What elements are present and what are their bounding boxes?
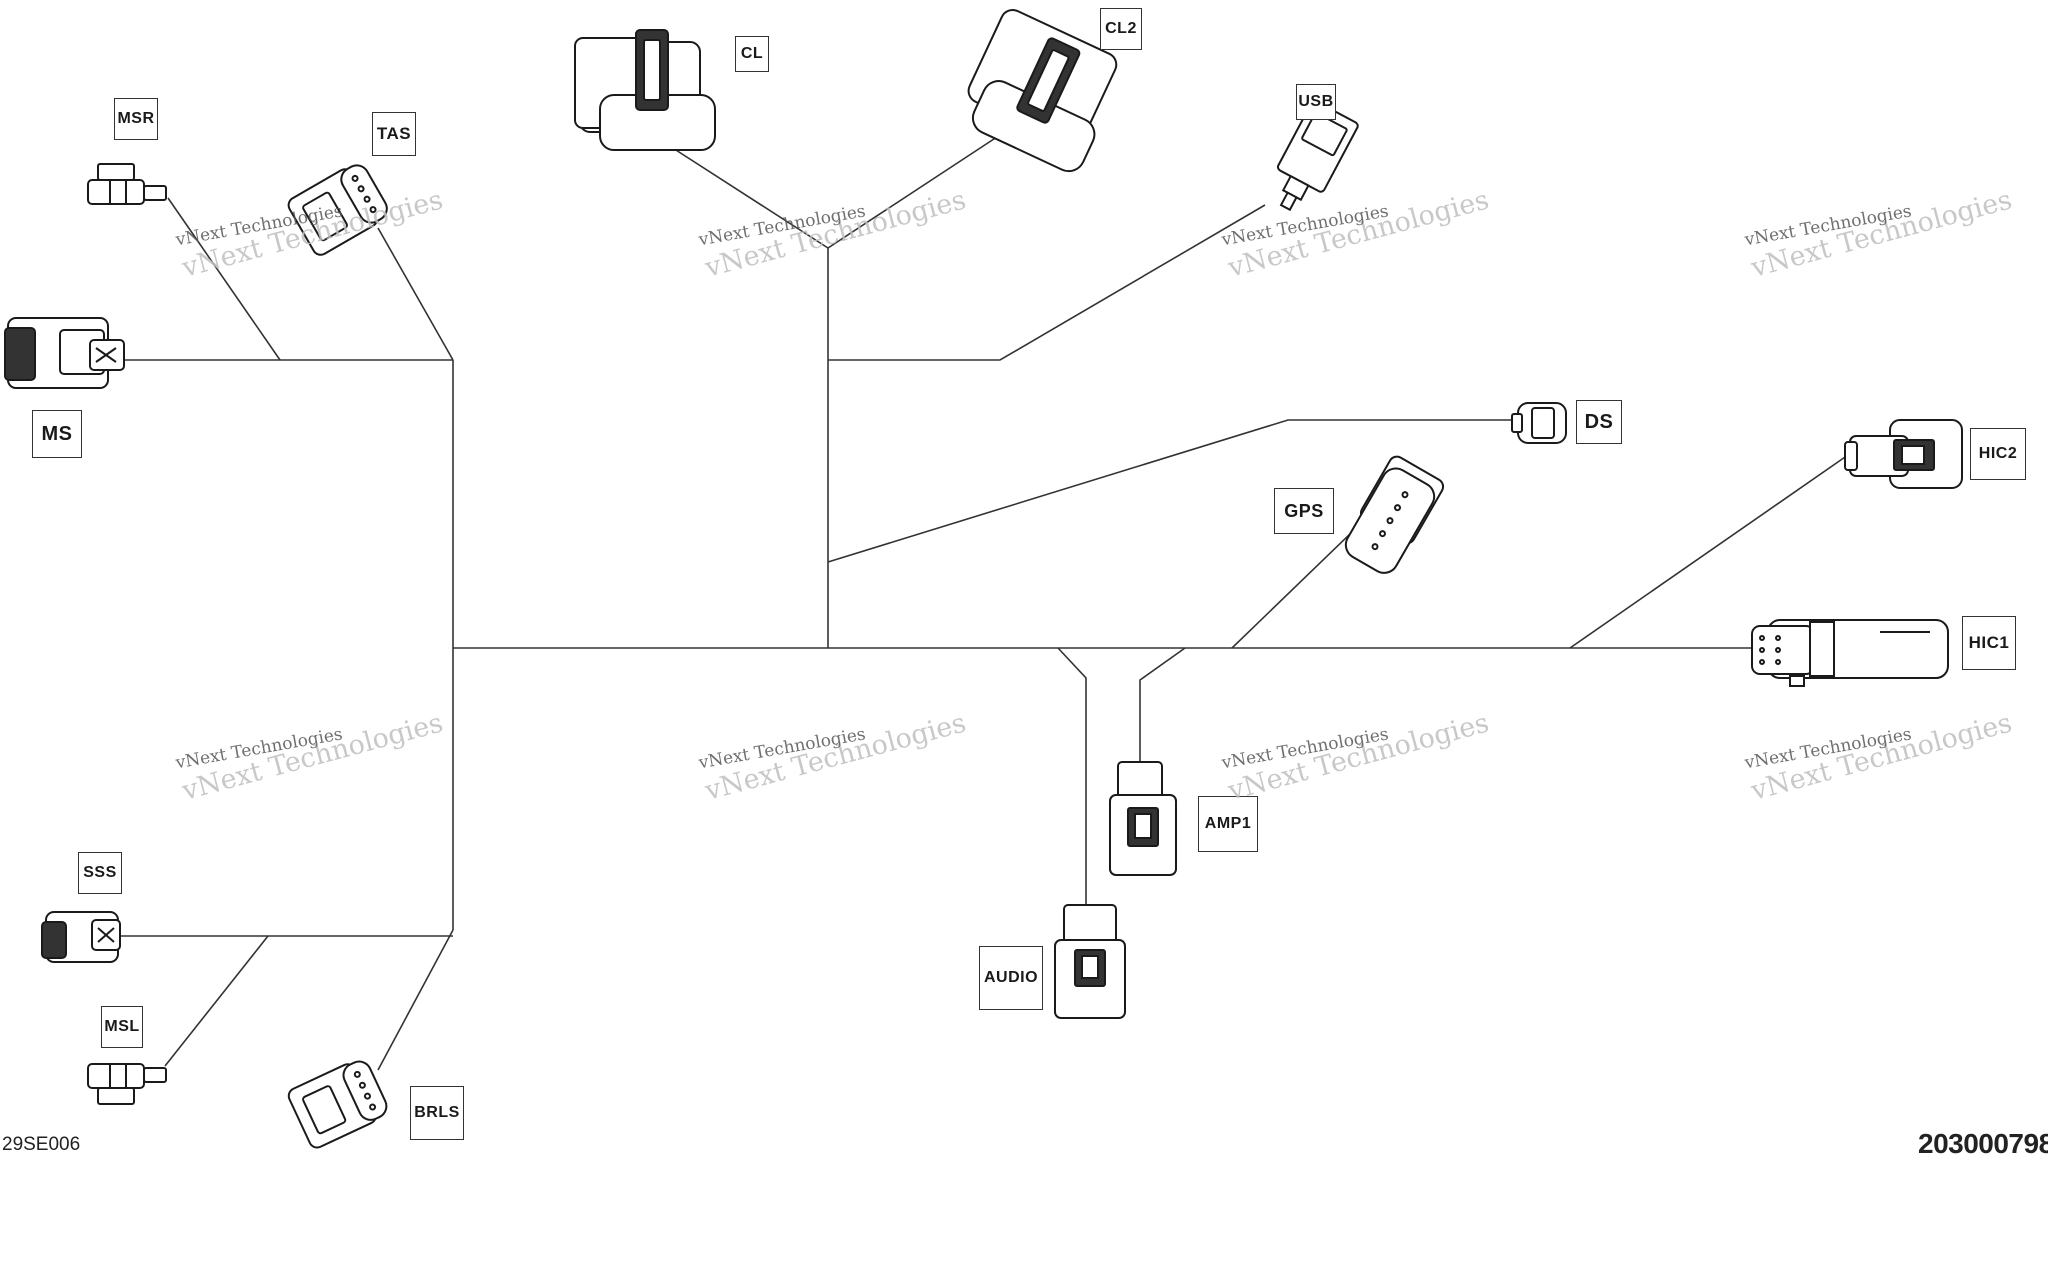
tas-branch-wire bbox=[377, 227, 454, 361]
tas-label: TAS bbox=[372, 112, 416, 156]
hic2-label: HIC2 bbox=[1970, 428, 2026, 480]
cl-connector-icon bbox=[574, 29, 716, 151]
usb-branch-wire bbox=[828, 204, 1266, 361]
msl-branch-wire bbox=[164, 935, 269, 1067]
ds-label: DS bbox=[1576, 400, 1622, 444]
brls-branch-wire bbox=[377, 929, 454, 1071]
sss-label: SSS bbox=[78, 852, 122, 894]
hic2-connector-icon bbox=[1844, 419, 1963, 489]
brls-connector-icon bbox=[287, 1060, 388, 1149]
ms-connector-icon bbox=[4, 317, 125, 389]
cl2-label: CL2 bbox=[1100, 8, 1142, 50]
sss-connector-icon bbox=[41, 911, 121, 963]
figure-code: 29SE006 bbox=[2, 1134, 81, 1155]
gps-label: GPS bbox=[1274, 488, 1334, 534]
audio-connector-icon bbox=[1054, 904, 1126, 1019]
hic1-connector-icon bbox=[1751, 619, 1949, 687]
msr-label: MSR bbox=[114, 98, 158, 140]
brls-label: BRLS bbox=[410, 1086, 464, 1140]
gps-connector-icon bbox=[1344, 455, 1445, 574]
usb-connector-icon bbox=[1277, 100, 1359, 212]
audio-branch-wire bbox=[1057, 647, 1087, 905]
usb-label: USB bbox=[1296, 84, 1336, 120]
hic2-branch-wire bbox=[1569, 454, 1849, 649]
cl2-connector-icon bbox=[967, 8, 1118, 173]
msl-label: MSL bbox=[101, 1006, 143, 1048]
cl-branch-wire bbox=[664, 142, 829, 249]
msl-connector-icon bbox=[87, 1063, 167, 1105]
ms-label: MS bbox=[32, 410, 82, 458]
ds-branch-wire bbox=[827, 419, 1512, 563]
amp1-branch-wire bbox=[1139, 647, 1186, 762]
ds-connector-icon bbox=[1511, 402, 1567, 444]
msr-branch-wire bbox=[167, 197, 281, 361]
amp1-label: AMP1 bbox=[1198, 796, 1258, 852]
msr-connector-icon bbox=[87, 163, 167, 205]
cl-label: CL bbox=[735, 36, 769, 72]
tas-connector-icon bbox=[287, 164, 388, 256]
hic1-label: HIC1 bbox=[1962, 616, 2016, 670]
cl2-branch-wire bbox=[827, 134, 1001, 249]
amp1-connector-icon bbox=[1109, 761, 1177, 876]
part-number: 203000798 bbox=[1918, 1128, 2048, 1159]
audio-label: AUDIO bbox=[979, 946, 1043, 1010]
